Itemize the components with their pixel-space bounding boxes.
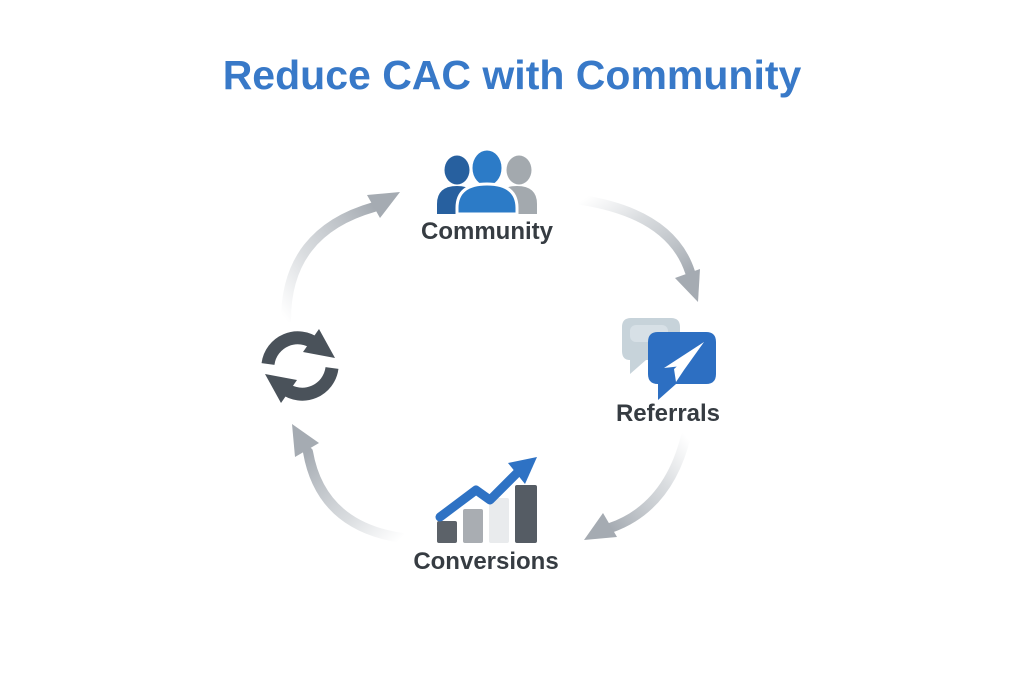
refresh-cycle-icon xyxy=(261,329,339,403)
arrow-curve xyxy=(605,431,691,533)
arrow-referrals-to-conversions xyxy=(584,431,691,540)
arrow-curve xyxy=(577,195,695,277)
bar-3 xyxy=(489,498,509,543)
bar-2 xyxy=(463,509,483,543)
cycle-top-arc xyxy=(261,331,320,366)
send-message-chat-icon xyxy=(622,318,716,400)
cycle-bottom-arrowhead xyxy=(265,374,297,403)
paper-plane-wing xyxy=(664,342,704,368)
arrowhead xyxy=(292,424,319,457)
arrowhead xyxy=(367,192,400,218)
front-person-head xyxy=(469,147,505,189)
back-left-person-head xyxy=(444,155,470,185)
arrow-conversions-to-loop xyxy=(292,424,407,543)
page-title: Reduce CAC with Community xyxy=(222,52,802,98)
bar-1 xyxy=(437,521,457,543)
cycle-bottom-arc xyxy=(280,366,339,401)
bar-4 xyxy=(515,485,537,543)
arrow-community-to-referrals xyxy=(577,195,700,302)
back-right-person-head xyxy=(506,155,532,185)
community-label: Community xyxy=(421,218,553,245)
arrow-curve xyxy=(303,447,407,543)
trend-arrow-line xyxy=(435,467,523,522)
arrowhead xyxy=(584,513,617,540)
arrow-curve xyxy=(281,202,379,322)
arrow-loop-to-community xyxy=(281,192,400,322)
arrowhead xyxy=(675,269,700,302)
front-person-body xyxy=(455,182,519,214)
referrals-label: Referrals xyxy=(615,400,721,427)
paper-plane-body xyxy=(674,342,704,382)
growth-bar-chart-icon xyxy=(435,457,537,543)
cycle-top-arrowhead xyxy=(303,329,335,358)
people-group-icon xyxy=(437,147,537,214)
trend-arrow-head xyxy=(508,457,537,484)
conversions-label: Conversions xyxy=(413,548,559,575)
